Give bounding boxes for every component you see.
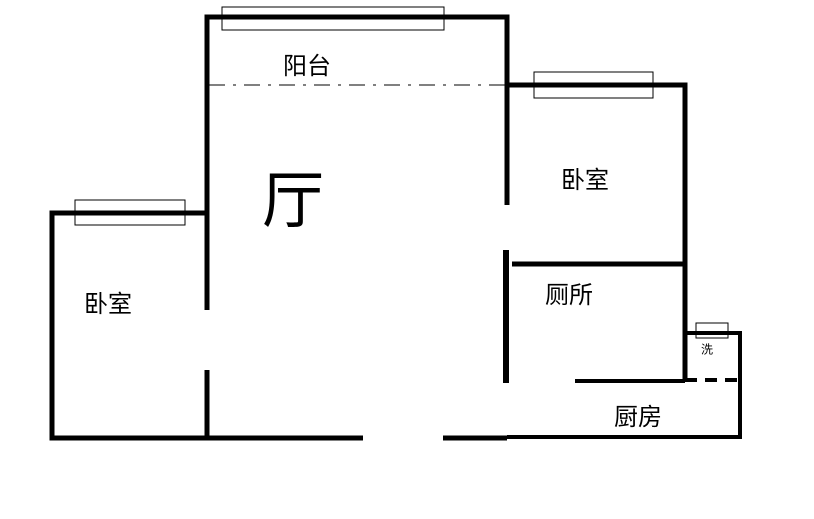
window-left-bedroom [74,199,186,226]
label-bedroom-right: 卧室 [561,166,609,194]
label-toilet: 厕所 [545,281,593,309]
label-living-room: 厅 [262,164,324,237]
windows [74,6,729,339]
right-bedroom-walls [507,82,688,382]
label-kitchen: 厨房 [614,403,662,431]
left-bedroom-walls [49,210,207,441]
window-right-bedroom [533,71,654,99]
window-balcony [221,6,445,31]
wash-area-walls [507,331,742,439]
label-balcony: 阳台 [283,52,331,80]
walls [49,14,742,441]
label-bedroom-left: 卧室 [84,290,132,318]
label-wash: 洗 [701,343,713,357]
window-wash [695,322,729,339]
living-room-walls [204,14,510,441]
